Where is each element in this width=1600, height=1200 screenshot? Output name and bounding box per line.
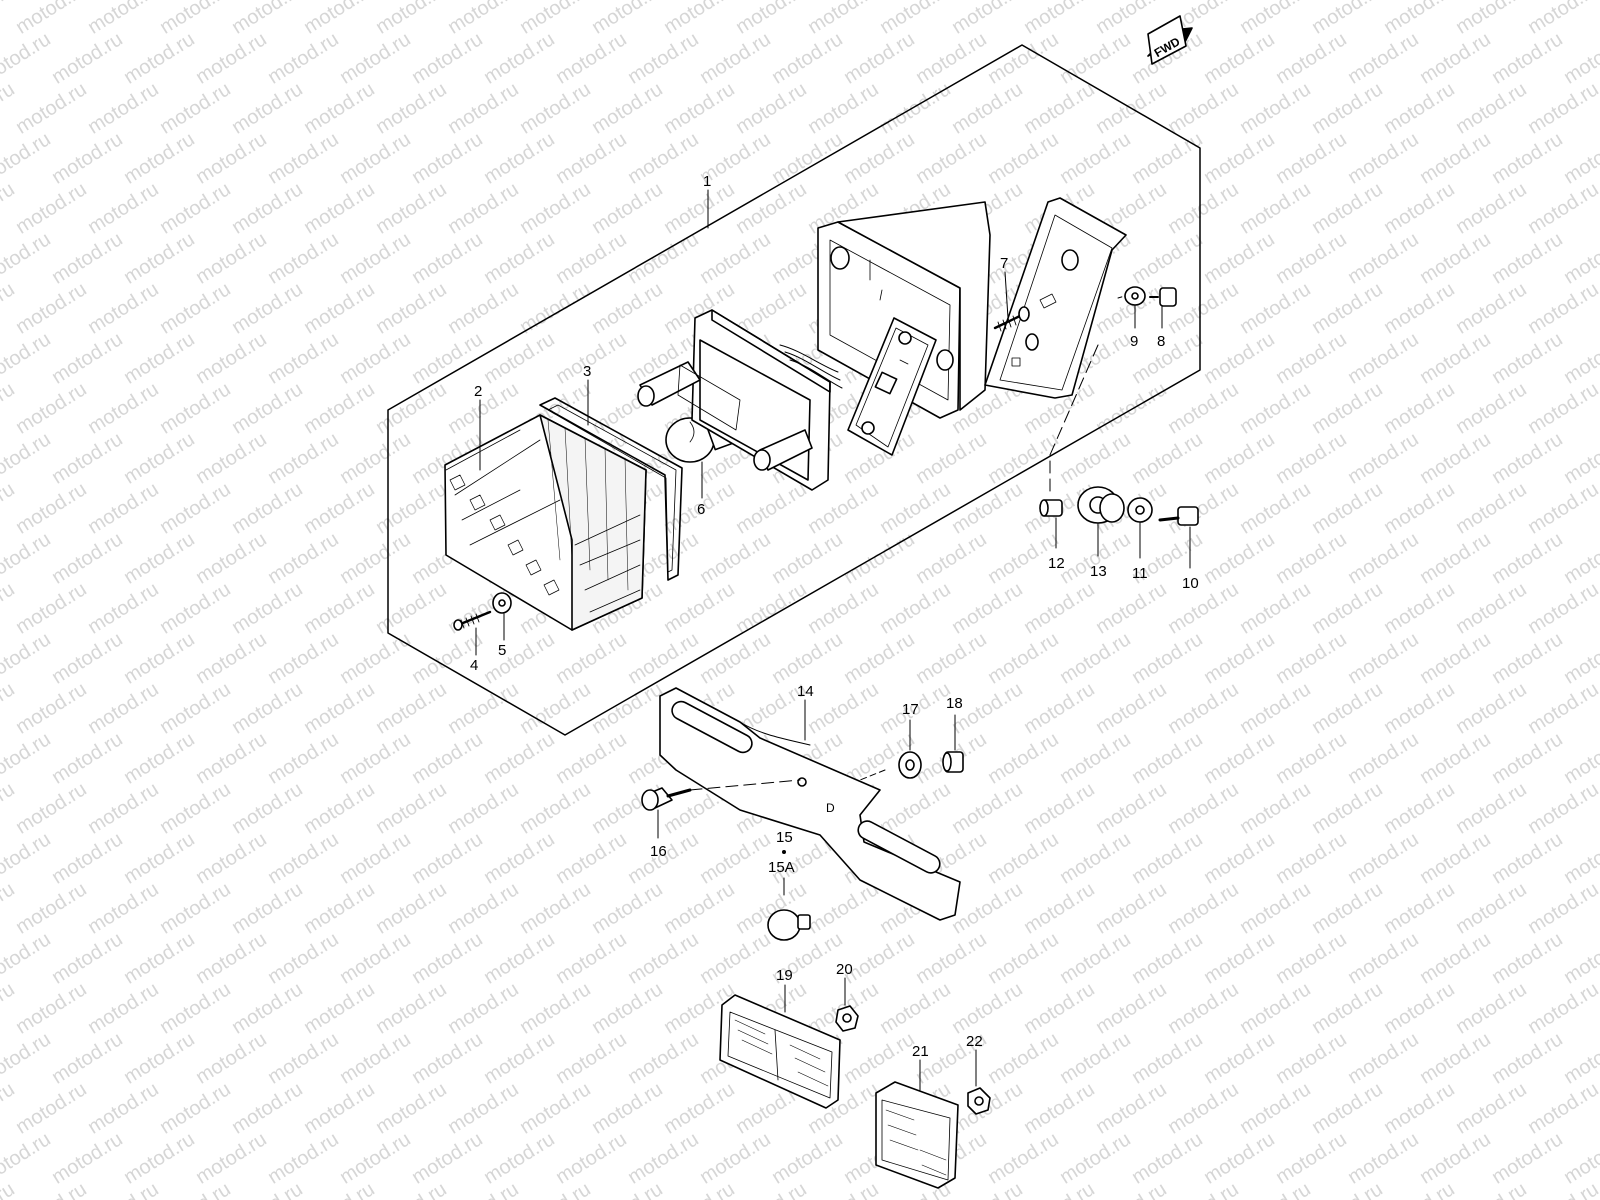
lens-gasket (539, 397, 683, 581)
screw-part-7 (993, 306, 1030, 332)
callout-19: 19 (776, 967, 793, 984)
callout-8: 8 (1157, 333, 1165, 350)
bolt-part-10 (1158, 506, 1199, 526)
tail-lamp-lens (444, 414, 647, 631)
bracket-mark: D (826, 801, 835, 815)
callout-11: 11 (1132, 565, 1148, 582)
forward-arrow-icon (1147, 15, 1193, 65)
assembly-outline-box (387, 44, 1201, 736)
callout-14: 14 (797, 683, 814, 700)
washer-part-9 (1124, 286, 1146, 306)
callout-15a: 15A (768, 859, 795, 876)
grommet-part-13 (1077, 486, 1125, 524)
callout-13: 13 (1090, 563, 1107, 580)
washer-part-11 (1127, 497, 1153, 523)
callout-15: 15 (776, 829, 793, 846)
reflector-part-21 (875, 1081, 959, 1189)
callout-4: 4 (470, 657, 478, 674)
leader-line-7 (1004, 271, 1009, 319)
screw-part-4 (453, 610, 492, 631)
callout-12: 12 (1048, 555, 1065, 572)
centerline-dash (1049, 344, 1099, 493)
callout-5: 5 (498, 642, 506, 659)
callout-7: 7 (1000, 255, 1008, 272)
nut-part-20 (835, 1005, 859, 1032)
nut-part-18 (942, 751, 964, 773)
reflector-part-19 (719, 994, 841, 1109)
leader-line-14-dash (859, 769, 886, 781)
callout-2: 2 (474, 383, 482, 400)
collar-part-12 (1039, 499, 1063, 517)
license-bracket-part-14 (659, 687, 961, 921)
callout-9: 9 (1130, 333, 1138, 350)
washer-part-17 (898, 751, 922, 779)
callout-3: 3 (583, 363, 591, 380)
callout-6: 6 (697, 501, 705, 518)
part-15-dot (782, 850, 786, 854)
bolt-part-16 (641, 779, 801, 811)
nut-part-22 (967, 1087, 991, 1115)
leader-line-9-dash (1117, 295, 1126, 299)
bolt-part-8 (1149, 287, 1177, 307)
callout-1: 1 (703, 173, 711, 190)
callout-18: 18 (946, 695, 963, 712)
callout-10: 10 (1182, 575, 1199, 592)
callout-21: 21 (912, 1043, 929, 1060)
callout-22: 22 (966, 1033, 983, 1050)
lamp-socket-housing (637, 309, 843, 491)
callout-20: 20 (836, 961, 853, 978)
wire-connector-plate (847, 317, 937, 456)
callout-17: 17 (902, 701, 919, 718)
washer-part-5 (492, 592, 512, 614)
license-bulb-part-15a (767, 909, 811, 941)
callout-16: 16 (650, 843, 667, 860)
lamp-mounting-plate (984, 197, 1127, 399)
